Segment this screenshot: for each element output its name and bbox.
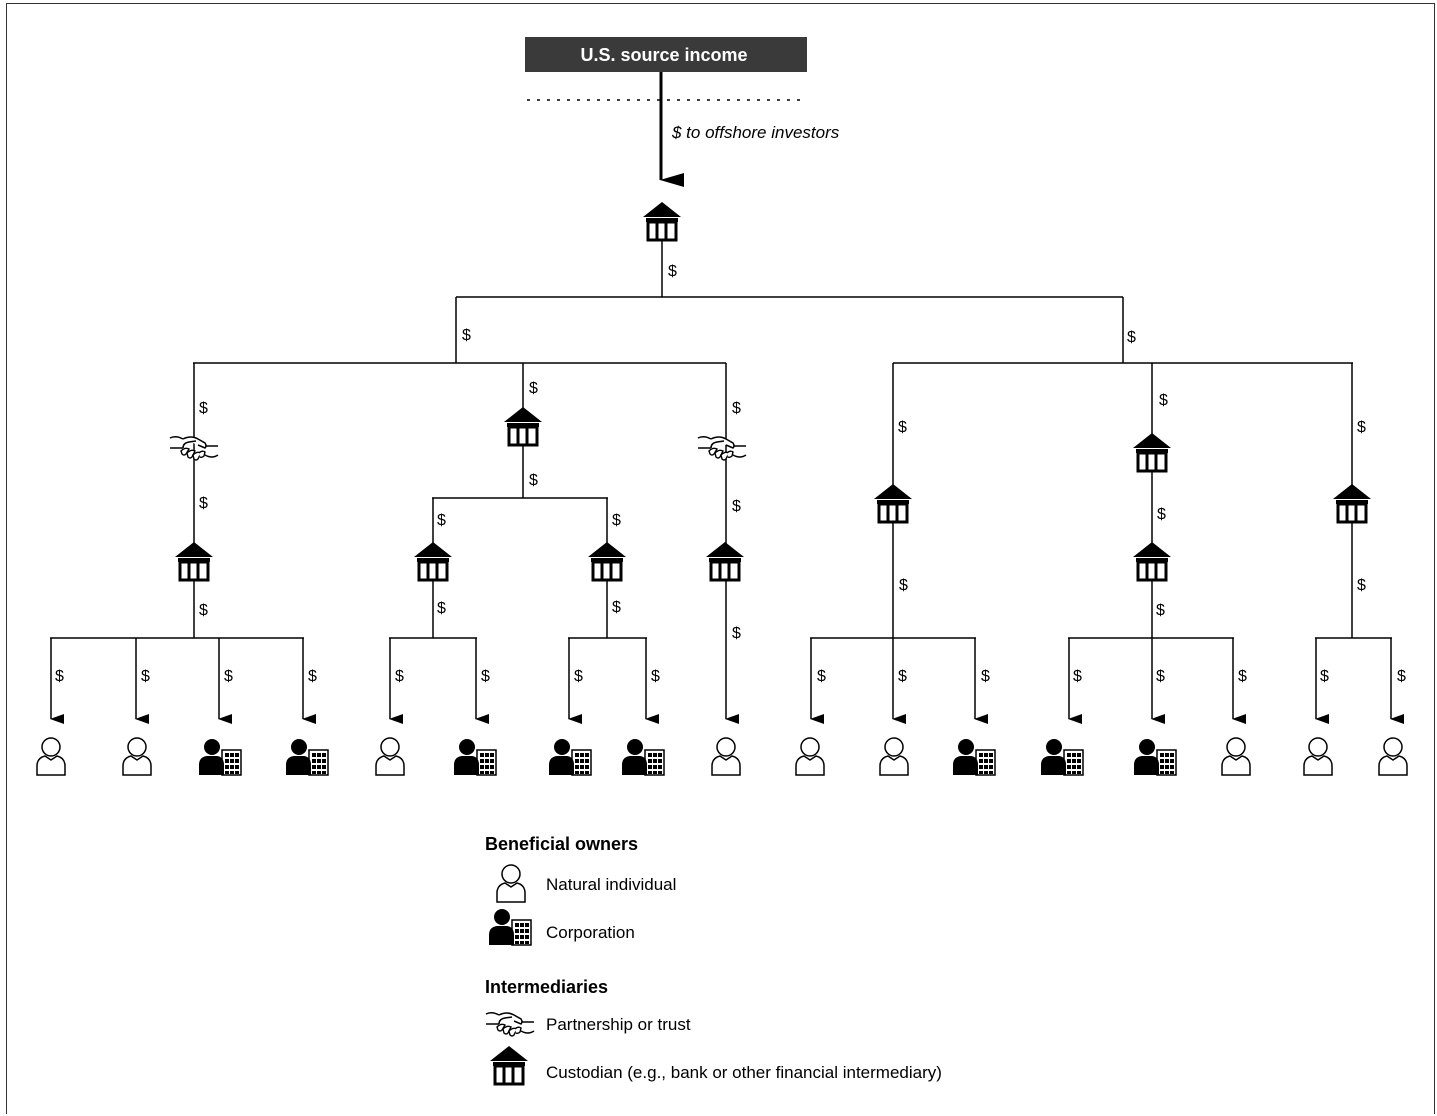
corporation-icon bbox=[548, 738, 592, 776]
custodian-icon bbox=[1131, 540, 1173, 582]
legend-individual-label: Natural individual bbox=[546, 875, 676, 894]
dollar-label: $ bbox=[141, 668, 150, 685]
legend-corporation-icon bbox=[488, 908, 532, 946]
dollar-label: $ bbox=[481, 668, 490, 685]
custodian-icon bbox=[704, 540, 746, 582]
dollar-label: $ bbox=[732, 498, 741, 515]
individual-icon bbox=[375, 737, 405, 776]
legend-partnership-icon bbox=[485, 1011, 535, 1037]
custodian-icon bbox=[502, 405, 544, 447]
source-box bbox=[525, 37, 807, 72]
dollar-label: $ bbox=[612, 512, 621, 529]
dollar-label: $ bbox=[1397, 668, 1406, 685]
top-custodian-icon bbox=[641, 200, 683, 242]
individual-icon bbox=[795, 737, 825, 776]
dollar-label: $ bbox=[899, 577, 908, 594]
dollar-label: $ bbox=[612, 599, 621, 616]
dollar-label: $ bbox=[199, 602, 208, 619]
legend: Beneficial owners Natural individual Cor… bbox=[485, 834, 942, 1086]
dollar-label: $ bbox=[55, 668, 64, 685]
corporation-icon bbox=[621, 738, 665, 776]
individual-icon bbox=[711, 737, 741, 776]
dollar-label: $ bbox=[1156, 602, 1165, 619]
legend-partnership-label: Partnership or trust bbox=[546, 1015, 691, 1034]
custodian-icon bbox=[1131, 431, 1173, 473]
dollar-label: $ bbox=[462, 327, 471, 344]
dollar-label: $ bbox=[732, 625, 741, 642]
individual-icon bbox=[1303, 737, 1333, 776]
custodian-icon bbox=[412, 540, 454, 582]
dollar-label: $ bbox=[1357, 419, 1366, 436]
dollar-label: $ bbox=[1156, 668, 1165, 685]
dollar-label: $ bbox=[224, 668, 233, 685]
dollar-label: $ bbox=[981, 668, 990, 685]
corporation-icon bbox=[1133, 738, 1177, 776]
source-title: U.S. source income bbox=[580, 45, 747, 65]
dollar-label: $ bbox=[1320, 668, 1329, 685]
legend-corporation-label: Corporation bbox=[546, 923, 635, 942]
custodian-icon bbox=[1331, 482, 1373, 524]
dollar-label: $ bbox=[395, 668, 404, 685]
dollar-label: $ bbox=[1127, 329, 1136, 346]
partnership-icon bbox=[697, 435, 747, 461]
dollar-label: $ bbox=[437, 512, 446, 529]
figure-frame bbox=[6, 3, 1435, 1114]
dollar-label: $ bbox=[898, 419, 907, 436]
corporation-icon bbox=[1040, 738, 1084, 776]
dollar-label: $ bbox=[529, 380, 538, 397]
legend-heading-intermediaries: Intermediaries bbox=[485, 977, 608, 997]
dollar-label: $ bbox=[199, 495, 208, 512]
dollar-label: $ bbox=[1073, 668, 1082, 685]
dollar-label: $ bbox=[199, 400, 208, 417]
corporation-icon bbox=[952, 738, 996, 776]
legend-heading-beneficial-owners: Beneficial owners bbox=[485, 834, 638, 854]
dollar-label: $ bbox=[437, 600, 446, 617]
dollar-label: $ bbox=[1238, 668, 1247, 685]
dollar-label: $ bbox=[574, 668, 583, 685]
corporation-icon bbox=[198, 738, 242, 776]
dollar-label: $ bbox=[529, 472, 538, 489]
legend-custodian-icon bbox=[488, 1044, 530, 1086]
individual-icon bbox=[1378, 737, 1408, 776]
corporation-icon bbox=[285, 738, 329, 776]
custodian-icon bbox=[586, 540, 628, 582]
corporation-icon bbox=[453, 738, 497, 776]
individual-icon bbox=[122, 737, 152, 776]
dollar-label: $ bbox=[1157, 506, 1166, 523]
dollar-label: $ bbox=[668, 263, 677, 280]
individual-icon bbox=[879, 737, 909, 776]
dollar-label: $ bbox=[1357, 577, 1366, 594]
dollar-label: $ bbox=[817, 668, 826, 685]
dollar-label: $ bbox=[898, 668, 907, 685]
dollar-label: $ bbox=[308, 668, 317, 685]
legend-individual-icon bbox=[496, 864, 526, 903]
custodian-icon bbox=[872, 482, 914, 524]
legend-custodian-label: Custodian (e.g., bank or other financial… bbox=[546, 1063, 942, 1082]
individual-icon bbox=[36, 737, 66, 776]
dollar-label: $ bbox=[732, 400, 741, 417]
custodian-icon bbox=[173, 540, 215, 582]
flow-label: $ to offshore investors bbox=[671, 123, 840, 142]
dollar-label: $ bbox=[1159, 392, 1168, 409]
individual-icon bbox=[1221, 737, 1251, 776]
dollar-label: $ bbox=[651, 668, 660, 685]
